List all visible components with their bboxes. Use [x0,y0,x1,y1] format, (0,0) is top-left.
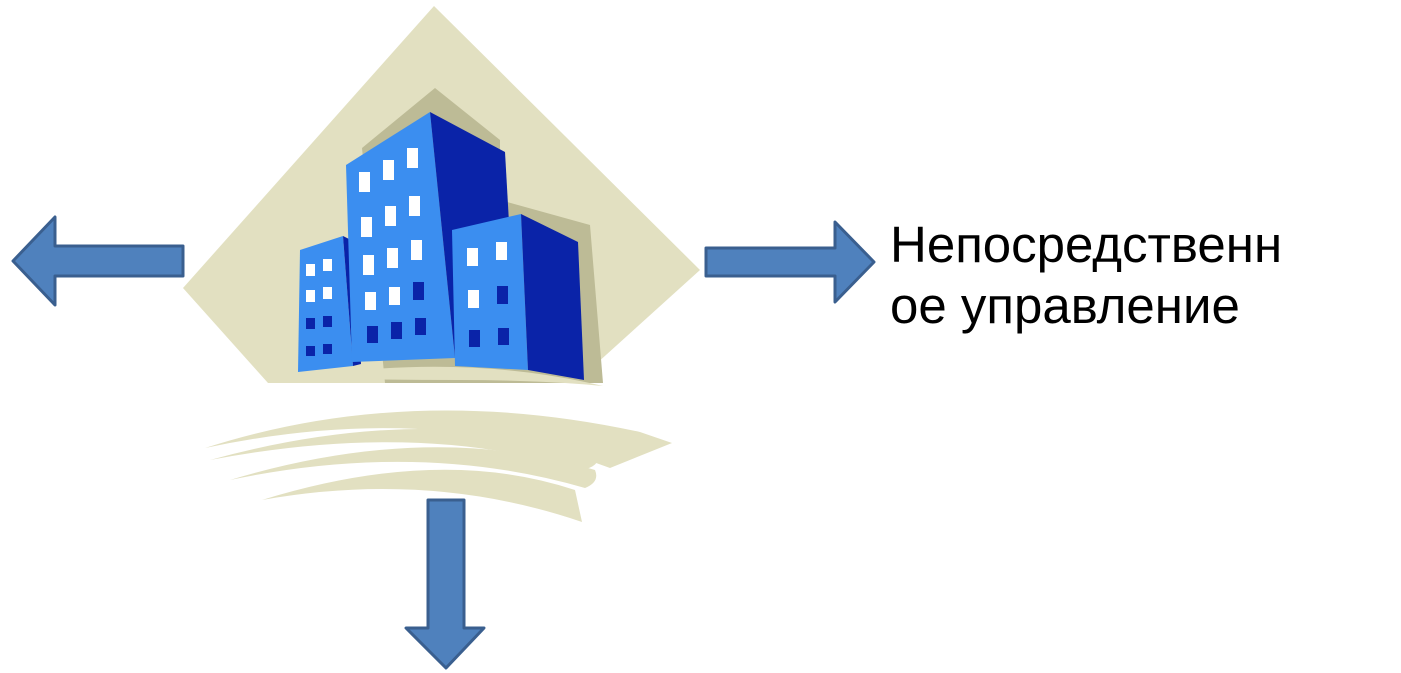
arrow-down-icon [404,498,486,670]
arrow-right-icon [704,220,876,304]
label-right: Непосредственн ое управление [890,216,1283,335]
windows-right [467,242,507,308]
arrow-left-icon [11,215,185,307]
windows-center [359,148,422,310]
windows-left [306,259,332,302]
city-buildings-icon [183,6,700,522]
ground-swooshes [205,366,672,522]
